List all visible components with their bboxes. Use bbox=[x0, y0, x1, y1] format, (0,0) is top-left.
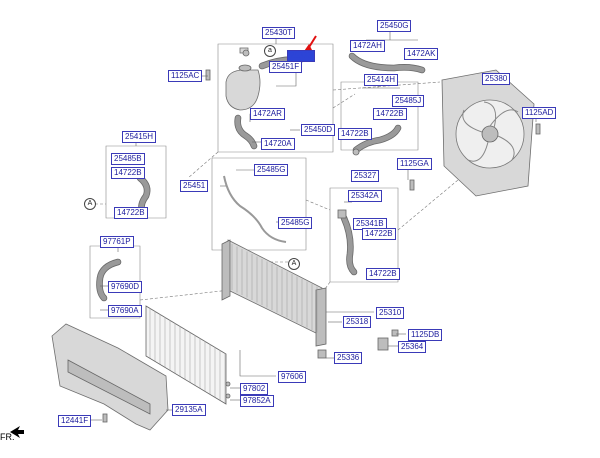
callout-25485j[interactable]: 25485J bbox=[392, 95, 425, 107]
callout-25327[interactable]: 25327 bbox=[351, 170, 380, 182]
callout-97852a[interactable]: 97852A bbox=[240, 395, 274, 407]
cooling-fan-shroud bbox=[441, 69, 535, 197]
hose-25415h bbox=[136, 174, 151, 214]
callout-25450g[interactable]: 25450G bbox=[377, 20, 412, 32]
callout-25485b[interactable]: 25485B bbox=[111, 153, 145, 165]
callout-97690a[interactable]: 97690A bbox=[108, 305, 142, 317]
callout-25451[interactable]: 25451 bbox=[180, 180, 209, 192]
callout-97606[interactable]: 97606 bbox=[278, 371, 307, 383]
callout-14722b-f[interactable]: 14722B bbox=[366, 268, 400, 280]
callout-14722b-b[interactable]: 14722B bbox=[338, 128, 372, 140]
callout-1472ah[interactable]: 1472AH bbox=[350, 40, 385, 52]
callout-1472ak[interactable]: 1472AK bbox=[404, 48, 439, 60]
callout-25342a[interactable]: 25342A bbox=[348, 190, 382, 202]
small-parts bbox=[102, 49, 541, 423]
upper-radiator-hose bbox=[348, 52, 426, 74]
callout-25430t[interactable]: 25430T bbox=[262, 27, 296, 39]
callout-97690d[interactable]: 97690D bbox=[108, 281, 143, 293]
callout-14722b-a[interactable]: 14722B bbox=[373, 108, 407, 120]
callout-25485g-a[interactable]: 25485G bbox=[254, 164, 289, 176]
hose-97761p bbox=[96, 258, 122, 302]
callout-14722b-c[interactable]: 14722B bbox=[111, 167, 145, 179]
callout-1125ac[interactable]: 1125AC bbox=[168, 70, 203, 82]
ref-circle-a-left: A bbox=[84, 198, 96, 210]
hose-25414h bbox=[352, 124, 402, 156]
callout-1125ga[interactable]: 1125GA bbox=[397, 158, 432, 170]
radiator bbox=[221, 239, 327, 347]
callout-1125db[interactable]: 1125DB bbox=[408, 329, 443, 341]
callout-25318[interactable]: 25318 bbox=[343, 316, 372, 328]
callout-25414h[interactable]: 25414H bbox=[364, 74, 399, 86]
callout-97802[interactable]: 97802 bbox=[240, 383, 269, 395]
callout-14722b-d[interactable]: 14722B bbox=[114, 207, 148, 219]
callout-1472ar[interactable]: 1472AR bbox=[250, 108, 285, 120]
front-direction-label: FR. bbox=[0, 432, 15, 442]
condenser bbox=[145, 305, 227, 405]
lower-radiator-hose bbox=[337, 209, 358, 276]
ref-circle-a-mid: A bbox=[288, 258, 300, 270]
callout-25364[interactable]: 25364 bbox=[398, 341, 427, 353]
callout-25485g-b[interactable]: 25485G bbox=[278, 217, 313, 229]
callout-14720a[interactable]: 14720A bbox=[261, 138, 295, 150]
callout-1125ad[interactable]: 1125AD bbox=[522, 107, 557, 119]
ref-circle-a-small: a bbox=[264, 45, 276, 57]
front-direction-arrow-icon bbox=[10, 426, 24, 438]
bypass-hose bbox=[223, 175, 287, 243]
callout-14722b-e[interactable]: 14722B bbox=[362, 228, 396, 240]
callout-25336[interactable]: 25336 bbox=[334, 352, 363, 364]
callout-97761p[interactable]: 97761P bbox=[100, 236, 134, 248]
callout-25310[interactable]: 25310 bbox=[376, 307, 405, 319]
callout-25380[interactable]: 25380 bbox=[482, 73, 511, 85]
air-guide bbox=[51, 323, 169, 431]
callout-25415h[interactable]: 25415H bbox=[122, 131, 157, 143]
callout-29135a[interactable]: 29135A bbox=[172, 404, 206, 416]
callout-25450d[interactable]: 25450D bbox=[301, 124, 336, 136]
expansion-tank bbox=[225, 47, 261, 111]
callout-25451f[interactable]: 25451F bbox=[269, 61, 303, 73]
callout-12441f[interactable]: 12441F bbox=[58, 415, 92, 427]
